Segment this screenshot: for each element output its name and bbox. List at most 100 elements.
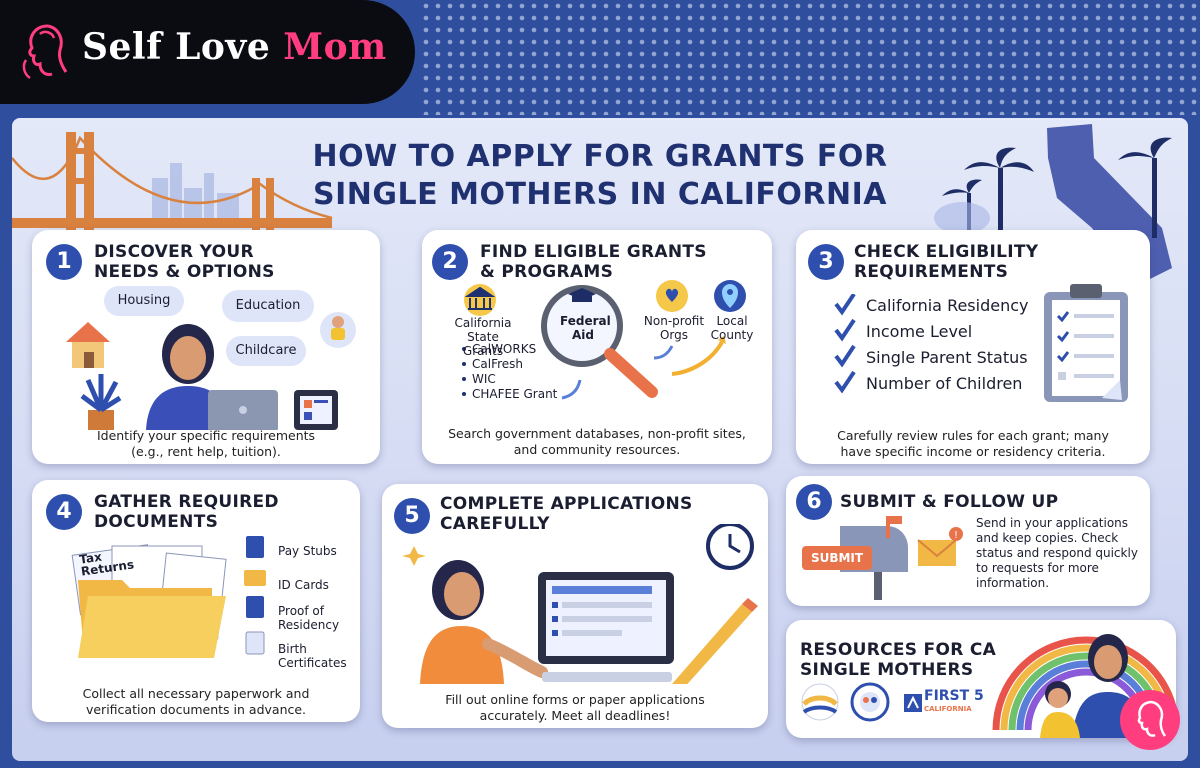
check-item: Number of Children [866, 374, 1023, 393]
step-title-line-1: COMPLETE APPLICATIONS [440, 494, 693, 514]
brand-name-self-love: Self Love [82, 26, 284, 68]
resource-logos [801, 682, 890, 722]
step-caption: Search government databases, non-profit … [422, 426, 772, 458]
step-1-card[interactable]: 1 DISCOVER YOUR NEEDS & OPTIONS Housing … [32, 230, 380, 464]
woman-profile-logo-icon [1137, 700, 1167, 737]
text-line: to requests for more [976, 561, 1099, 575]
doc-label-proof-of: Proof of [278, 604, 324, 618]
id-card-icon [244, 570, 266, 586]
step-5-card[interactable]: 5 COMPLETE APPLICATIONS CAREFULLY [382, 484, 768, 728]
caption-line-2: have specific income or residency criter… [840, 444, 1106, 459]
submit-description: Send in your applications and keep copie… [976, 516, 1138, 591]
text-line: information. [976, 576, 1050, 590]
document-type-icons [244, 536, 266, 655]
resources-title: RESOURCES FOR CA SINGLE MOTHERS [800, 640, 996, 680]
pencil-icon [672, 604, 752, 684]
resources-title-line-2: SINGLE MOTHERS [800, 660, 974, 680]
doc-label-birth: Birth [278, 642, 307, 656]
checkmark-icon [834, 294, 856, 316]
first5-line-2: CALIFORNIA [924, 705, 972, 713]
step-title-line-1: GATHER REQUIRED [94, 492, 279, 512]
woman-profile-logo-icon [22, 24, 68, 80]
corner-logo-badge[interactable] [1120, 690, 1180, 750]
plant-icon [80, 374, 122, 430]
page-title: HOW TO APPLY FOR GRANTS FOR SINGLE MOTHE… [12, 138, 1188, 214]
caption-line-2: verification documents in advance. [85, 702, 307, 717]
house-icon [66, 322, 110, 368]
step-title-line-1: FIND ELIGIBLE GRANTS [480, 242, 707, 262]
nonprofit-label: Non-profit Orgs [642, 314, 706, 342]
title-line-2: SINGLE MOTHERS IN CALIFORNIA [313, 177, 887, 212]
check-item: California Residency [866, 296, 1029, 315]
step-6-card[interactable]: 6 SUBMIT & FOLLOW UP ! SUBMIT Send in yo… [786, 476, 1150, 606]
step-caption: Carefully review rules for each grant; m… [796, 428, 1150, 460]
step-number-badge: 1 [46, 244, 82, 280]
map-pin-icon [714, 280, 746, 312]
cloud-shape [934, 202, 990, 234]
submit-button[interactable]: SUBMIT [802, 546, 872, 570]
label-line-1: Non-profit [643, 314, 705, 328]
step-title-line-1: CHECK ELIGIBILITY [854, 242, 1039, 262]
step-title-line-2: CAREFULLY [440, 514, 550, 534]
label-line-2: County [710, 328, 754, 342]
state-grants-label: California State Grants [446, 316, 520, 358]
resources-title-line-1: RESOURCES FOR CA [800, 640, 997, 660]
keyboard-icon [542, 672, 672, 682]
first5-child-logo-icon [904, 694, 922, 712]
step-title-line-2: NEEDS & OPTIONS [94, 262, 275, 282]
step-number-badge: 6 [796, 484, 832, 520]
clipboard-checklist-icon [1044, 284, 1128, 402]
text-line: Send in your applications [976, 516, 1129, 530]
step-title: CHECK ELIGIBILITY REQUIREMENTS [854, 242, 1038, 282]
heart-hands-icon [656, 280, 688, 312]
svg-text:!: ! [954, 530, 958, 541]
step-title: FIND ELIGIBLE GRANTS & PROGRAMS [480, 242, 707, 282]
caption-line-1: Collect all necessary paperwork and [82, 686, 310, 701]
golden-gate-bridge-illustration [12, 132, 333, 242]
residency-doc-icon [246, 596, 264, 618]
step-3-card[interactable]: 3 CHECK ELIGIBILITY REQUIREMENTS Califor… [796, 230, 1150, 464]
halftone-dots-pattern [420, 0, 1200, 115]
certificate-icon [245, 631, 265, 655]
bubble-housing: Housing [104, 286, 184, 316]
caption-line-1: Carefully review rules for each grant; m… [837, 428, 1109, 443]
program-list: CalWORKS CalFresh WIC CHAFEE Grant [472, 342, 557, 402]
text-line: and keep copies. Check [976, 531, 1119, 545]
clock-icon [706, 524, 754, 570]
brand-header[interactable]: Self Love Mom [0, 0, 415, 104]
california-sun-logo-icon [801, 683, 839, 721]
check-item: Income Level [866, 322, 973, 341]
grants-search-illustration [462, 280, 746, 400]
step-title-line-1: DISCOVER YOUR [94, 242, 254, 262]
check-item: Single Parent Status [866, 348, 1028, 367]
brand-name: Self Love Mom [82, 26, 387, 68]
local-county-label: Local County [708, 314, 756, 342]
bubble-education: Education [222, 290, 314, 322]
step-title: GATHER REQUIRED DOCUMENTS [94, 492, 279, 532]
step-caption: Collect all necessary paperwork and veri… [32, 686, 360, 718]
woman-at-laptop-illustration [66, 312, 356, 430]
step-number-badge: 4 [46, 494, 82, 530]
step-title-line-2: & PROGRAMS [480, 262, 614, 282]
infographic-panel: HOW TO APPLY FOR GRANTS FOR SINGLE MOTHE… [12, 118, 1188, 761]
document-icon [246, 536, 264, 558]
step-title-line-2: DOCUMENTS [94, 512, 219, 532]
first5-logo-text: FIRST 5 CALIFORNIA [924, 689, 984, 716]
seal-logo-icon [850, 682, 890, 722]
resources-card[interactable]: RESOURCES FOR CA SINGLE MOTHERS FIRST 5 … [786, 620, 1176, 738]
checkmark-icon [834, 370, 856, 394]
caption-line-2: accurately. Meet all deadlines! [479, 708, 671, 723]
label-line-2: Orgs [659, 328, 689, 342]
step-2-card[interactable]: 2 FIND ELIGIBLE GRANTS & PROGRAMS [422, 230, 772, 464]
mailbox-illustration: ! [840, 516, 963, 600]
step-4-card[interactable]: 4 GATHER REQUIRED DOCUMENTS Tax Returns … [32, 480, 360, 722]
doc-label-pay-stubs: Pay Stubs [278, 544, 337, 558]
caption-line-1: Fill out online forms or paper applicati… [445, 692, 705, 707]
step-title: DISCOVER YOUR NEEDS & OPTIONS [94, 242, 275, 282]
caption-line-2: (e.g., rent help, tuition). [131, 444, 281, 459]
doc-label-residency: Residency [278, 618, 340, 632]
program-item: CHAFEE Grant [472, 387, 558, 401]
woman-at-computer-illustration [402, 524, 758, 684]
label-line-1: Local [716, 314, 748, 328]
step-title: COMPLETE APPLICATIONS CAREFULLY [440, 494, 693, 534]
